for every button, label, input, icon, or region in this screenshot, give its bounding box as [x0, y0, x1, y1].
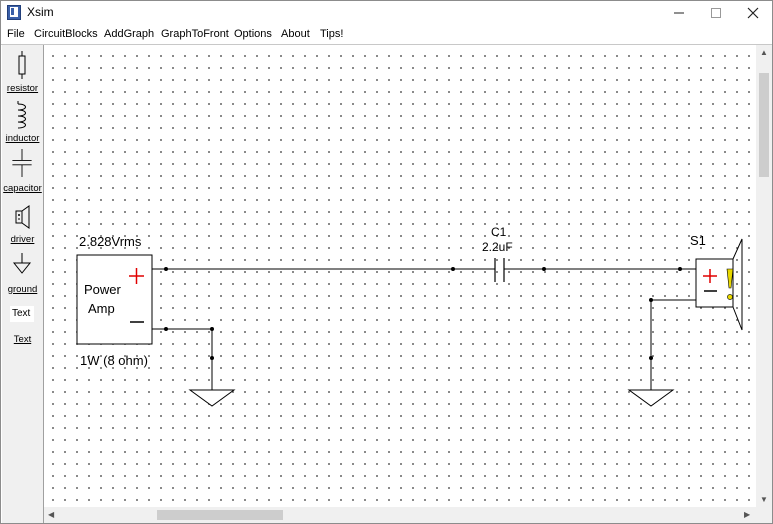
scroll-down-icon[interactable]: ▼ — [760, 495, 768, 504]
menu-about[interactable]: About — [281, 28, 310, 40]
app-icon — [7, 5, 21, 20]
tool-capacitor[interactable]: capacitor — [3, 183, 42, 194]
tool-resistor[interactable]: resistor — [6, 83, 39, 94]
window-title: Xsim — [27, 5, 54, 19]
capacitor-ref: C1 — [491, 225, 507, 239]
menu-graphtofront[interactable]: GraphToFront — [161, 28, 229, 40]
capacitor-value: 2.2uF — [482, 240, 513, 254]
scrollbar-corner — [756, 507, 772, 523]
wire-amp-to-ground[interactable] — [152, 328, 213, 390]
menu-options[interactable]: Options — [234, 28, 272, 40]
maximize-button[interactable] — [697, 1, 735, 25]
inductor-icon[interactable] — [6, 101, 38, 129]
title-bar[interactable]: Xsim — [1, 1, 772, 25]
component-toolbox: resistor inductor capacitor driver groun… — [2, 45, 44, 523]
ground-symbol-1[interactable] — [188, 389, 236, 407]
horizontal-scroll-thumb[interactable] — [157, 510, 283, 520]
scroll-left-icon[interactable]: ◀ — [48, 510, 55, 519]
horizontal-scrollbar[interactable]: ◀ ▶ — [44, 507, 756, 523]
minimize-button[interactable] — [660, 1, 698, 25]
close-button[interactable] — [734, 1, 772, 25]
scroll-up-icon[interactable]: ▲ — [760, 48, 768, 57]
tool-inductor[interactable]: inductor — [5, 133, 40, 144]
capacitor-icon[interactable] — [6, 149, 38, 177]
vertical-scrollbar[interactable]: ▲ ▼ — [756, 45, 772, 507]
power-amp-box[interactable] — [76, 254, 153, 345]
speaker-s1[interactable] — [695, 258, 734, 308]
wire-speaker-to-ground[interactable] — [650, 299, 696, 390]
ground-icon[interactable] — [6, 253, 38, 281]
menu-tips[interactable]: Tips! — [320, 28, 344, 40]
power-amp-name-line1: Power — [84, 282, 121, 297]
menu-circuitblocks[interactable]: CircuitBlocks — [34, 28, 98, 40]
tool-driver[interactable]: driver — [10, 234, 35, 245]
schematic-canvas[interactable]: 2.828Vrms Power Amp 1W (8 ohm) C1 2.2uF … — [44, 45, 756, 507]
driver-icon[interactable] — [6, 203, 38, 231]
minimize-icon — [674, 12, 684, 14]
menu-addgraph[interactable]: AddGraph — [104, 28, 155, 40]
close-icon — [747, 7, 759, 19]
tool-text[interactable]: Text — [13, 334, 32, 345]
scroll-right-icon[interactable]: ▶ — [744, 510, 751, 519]
menu-file[interactable]: File — [7, 28, 25, 40]
power-amp-name-line2: Amp — [88, 301, 115, 316]
schematic-wires — [76, 238, 743, 407]
warning-icon — [726, 268, 734, 289]
vertical-scroll-thumb[interactable] — [759, 73, 769, 177]
power-amp-rating: 1W (8 ohm) — [80, 353, 148, 368]
tool-ground[interactable]: ground — [7, 284, 38, 295]
text-tool-box[interactable]: Text — [10, 306, 34, 322]
maximize-icon — [711, 8, 721, 18]
text-tool-preview: Text — [12, 308, 31, 319]
power-amp-voltage: 2.828Vrms — [79, 234, 142, 249]
speaker-ref: S1 — [690, 233, 706, 248]
ground-symbol-2[interactable] — [627, 389, 675, 407]
resistor-icon[interactable] — [6, 51, 38, 79]
menu-bar: File CircuitBlocks AddGraph GraphToFront… — [1, 25, 772, 45]
